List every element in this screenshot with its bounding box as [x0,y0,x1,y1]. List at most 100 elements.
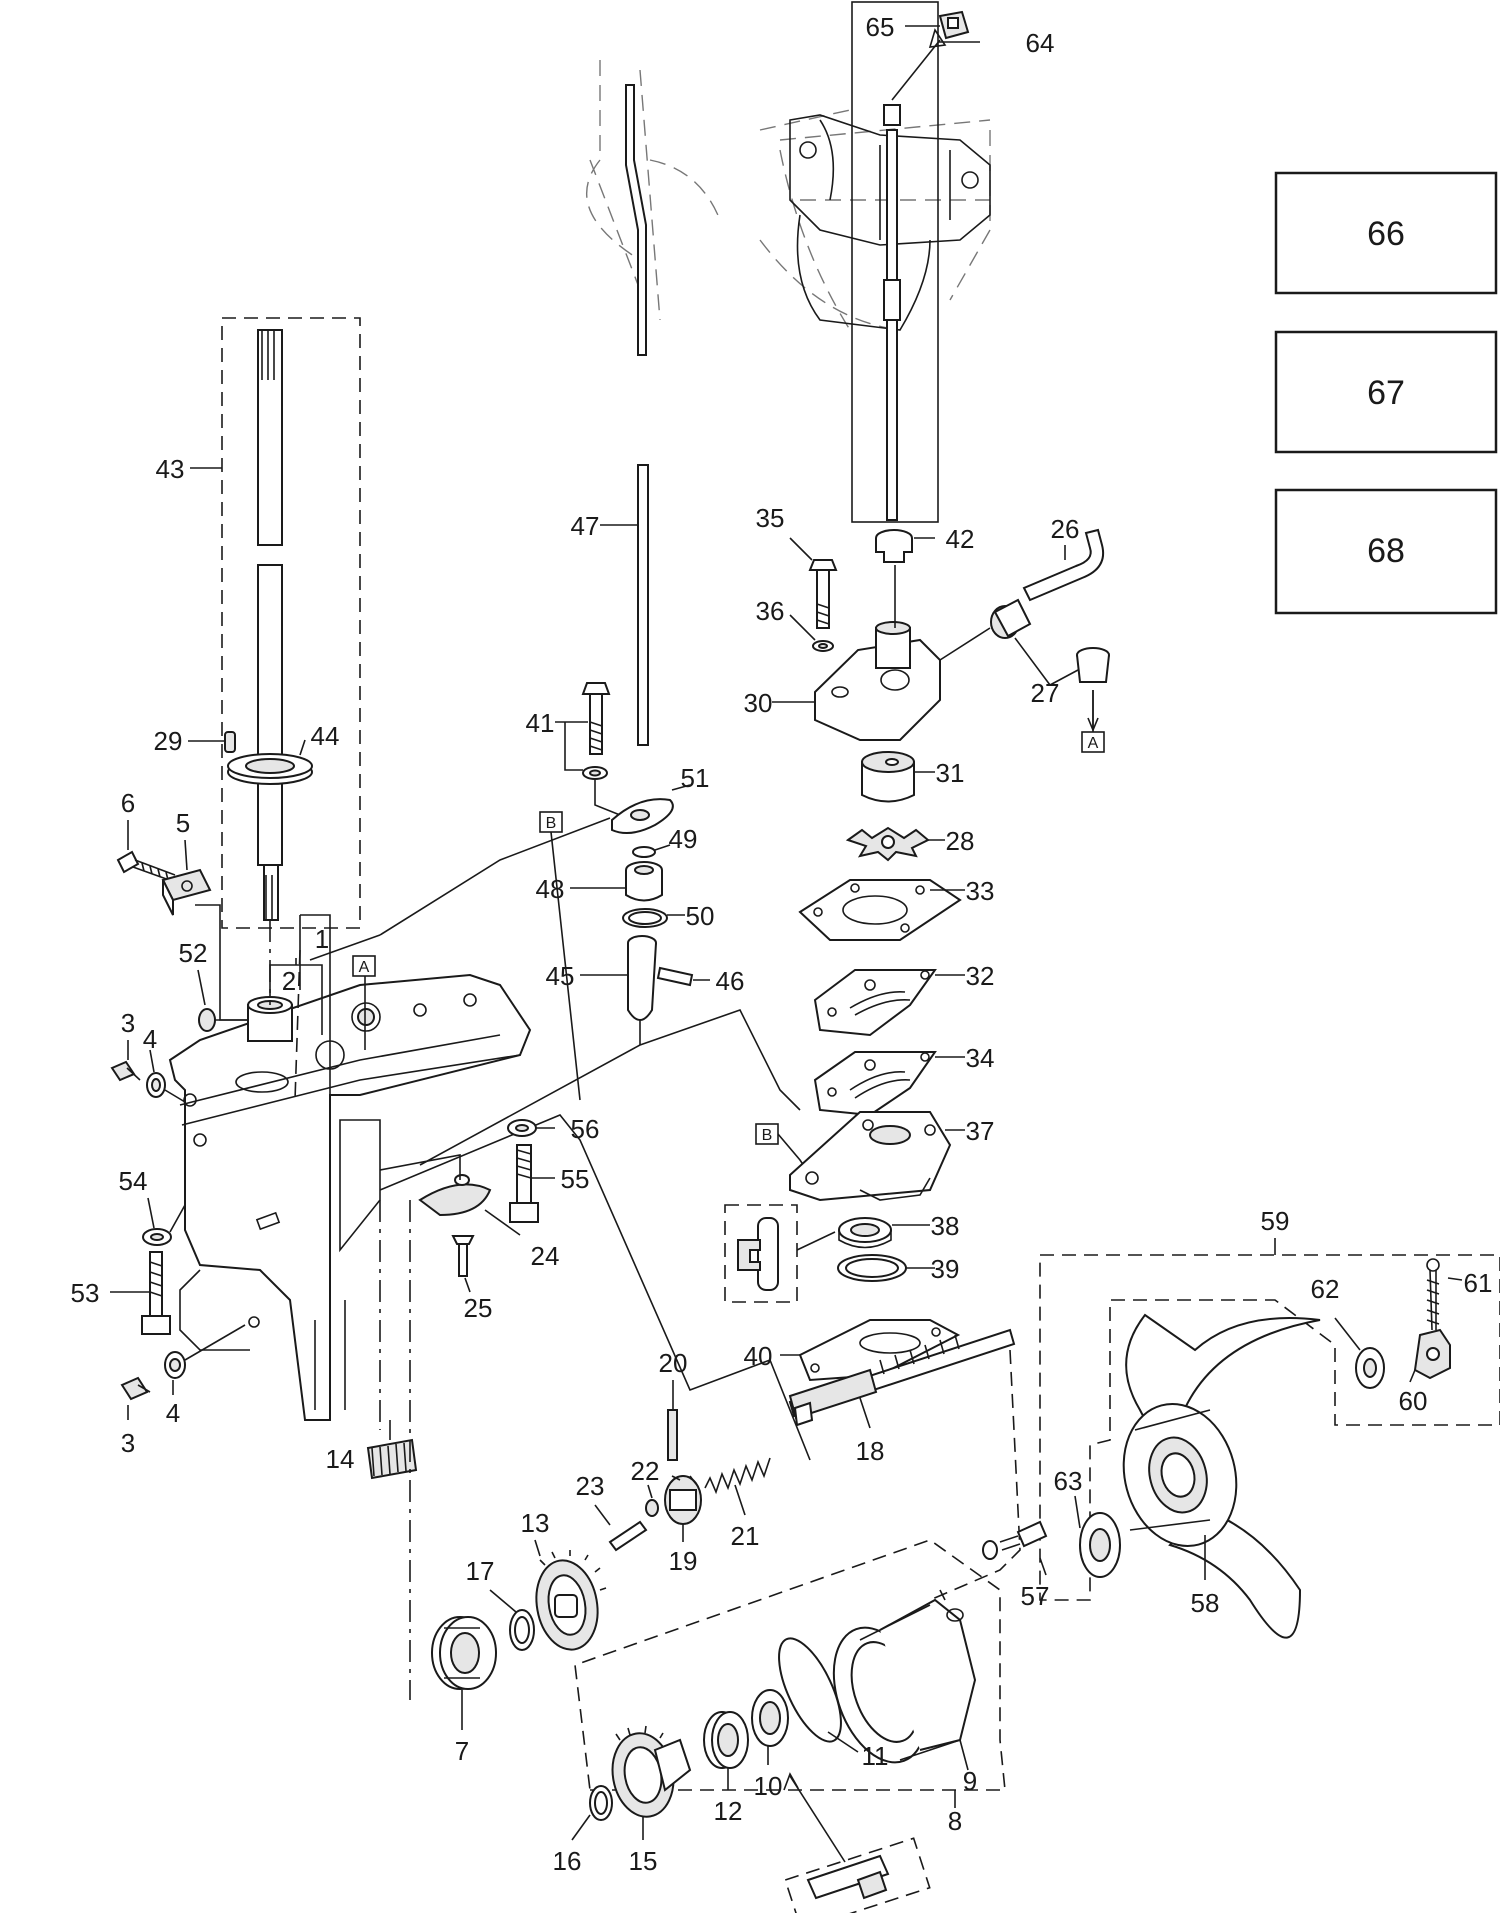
part-40-cover [780,1319,961,1382]
callout-10: 10 [754,1771,783,1801]
part-47-shift-rod [600,84,649,746]
part-54-washer [142,1195,186,1246]
part-29-pin [188,731,236,753]
part-41-bolt [581,682,611,755]
callout-6: 6 [121,788,135,818]
detail-box-10 [784,1837,931,1913]
part-42-grommet [875,529,935,563]
part-24-anode [418,1174,521,1236]
callout-7: 7 [455,1736,469,1766]
callout-49: 49 [669,824,698,854]
callout-32: 32 [966,961,995,991]
callout-42: 42 [946,524,975,554]
axis-line-drive [269,920,411,1700]
callout-48: 48 [536,874,565,904]
callout-63: 63 [1054,1466,1083,1496]
part-36-washer [789,614,834,652]
part-39-gasket-ring [837,1254,935,1282]
callout-25: 25 [464,1293,493,1323]
part-18-propeller-shaft [788,1328,1016,1429]
part-7-bearing [431,1616,497,1730]
callout-14: 14 [326,1444,355,1474]
callout-26: 26 [1051,514,1080,544]
callout-20: 20 [659,1348,688,1378]
callout-59: 59 [1261,1206,1290,1236]
part-13-forward-gear [534,1539,607,1651]
callout-46: 46 [716,966,745,996]
callout-12: 12 [714,1796,743,1826]
callout-23: 23 [576,1471,605,1501]
callout-33: 33 [966,876,995,906]
callout-16: 16 [553,1846,582,1876]
part-56-washer [507,1119,555,1137]
part-25-screw [451,1235,475,1293]
callout-52: 52 [179,938,208,968]
part-27-cup [1049,647,1110,686]
part-4-washer-lower [164,1324,246,1395]
detail-box-38 [724,1204,798,1303]
callout-31: 31 [936,758,965,788]
callout-13: 13 [521,1508,550,1538]
part-50-oring [622,908,685,928]
part-35-bolt [789,537,838,629]
callout-40: 40 [744,1341,773,1371]
callout-layer: 1233445678910111213141516171819202122232… [71,12,1493,1876]
group-box-43 [221,317,361,929]
callout-62: 62 [1311,1274,1340,1304]
callout-65: 65 [866,12,895,42]
group-box-59 [1039,1254,1500,1601]
part-30-pump-housing [772,565,941,741]
part-19-clutch [664,1475,702,1542]
callout-41: 41 [526,708,555,738]
part-10-seal [751,1689,789,1765]
ref-letter-b2: B [762,1127,773,1144]
callout-38: 38 [931,1211,960,1241]
ref-letter-b1: B [546,815,557,832]
part-53-bolt [110,1251,171,1335]
callout-4a: 4 [143,1024,157,1054]
ghost-engine-outline [585,60,991,331]
part-61-cotter-pin [1426,1258,1463,1331]
part-5-plate [161,839,212,916]
callout-8: 8 [948,1806,962,1836]
callout-47: 47 [571,511,600,541]
part-3-plug-lower [120,1376,151,1420]
part-65-clip [938,10,970,40]
callout-36: 36 [756,596,785,626]
callout-19: 19 [669,1546,698,1576]
part-4-washer-upper [146,1072,186,1103]
part-38-seal [838,1217,930,1249]
part-31-insert [861,751,935,803]
part-9-bearing-carrier [832,1598,977,1771]
part-52-plug [197,969,248,1032]
part-60-nut [1409,1328,1451,1383]
part-11-oring [778,1637,859,1753]
part-21-spring [704,1457,771,1516]
part-6-bolt [116,820,176,882]
callout-50: 50 [686,901,715,931]
part-57-bolt [982,1520,1048,1576]
part-26-hose [1022,528,1104,602]
callout-53: 53 [71,1278,100,1308]
callout-3b: 3 [121,1428,135,1458]
part-15-reverse-gear [611,1725,692,1840]
callout-29: 29 [154,726,183,756]
part-44-bearing [227,739,313,785]
callout-60: 60 [1399,1386,1428,1416]
callout-21: 21 [731,1521,760,1551]
callout-15: 15 [629,1846,658,1876]
box-66 [1274,171,1498,295]
box-68-label: 68 [1367,532,1405,570]
box-67-label: 67 [1367,374,1405,412]
part-17-washer [489,1589,535,1651]
callout-11: 11 [862,1741,889,1771]
box-68 [1274,488,1498,615]
part-32-plate [813,969,965,1037]
callout-35: 35 [756,503,785,533]
callout-34: 34 [966,1043,995,1073]
box-67 [1274,330,1498,454]
callout-39: 39 [931,1254,960,1284]
callout-30: 30 [744,688,773,718]
callout-4b: 4 [166,1398,180,1428]
